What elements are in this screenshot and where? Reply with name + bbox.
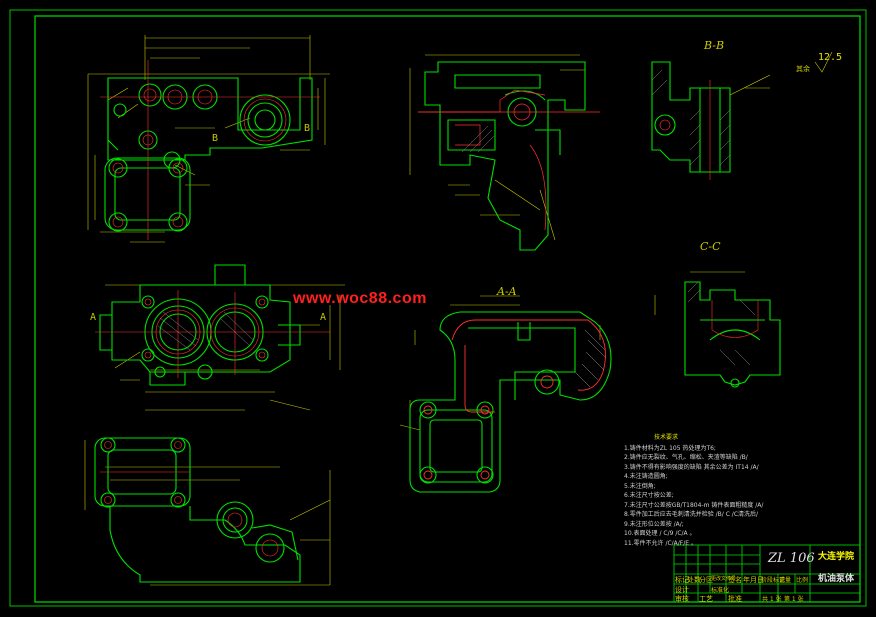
tb-cell-approve: 批准: [728, 595, 742, 603]
note-line: 10.表面处理 / C/9 /C/A 。: [624, 530, 696, 537]
tb-cell-date: 年月日: [743, 576, 764, 584]
note-line: 2.铸件应无裂纹、气孔、缩松、夹渣等缺陷 /B/: [624, 454, 748, 461]
cc-view: [654, 271, 781, 388]
top-middle-view: [409, 54, 600, 251]
tb-cell-design: 设计: [675, 586, 689, 594]
watermark-text: www.woc88.com: [293, 290, 427, 307]
view-title-cc: C-C: [700, 240, 721, 253]
tb-cell-review: 审核: [675, 595, 689, 603]
tb-cell-standard: 标准化: [711, 587, 730, 594]
title-block-school: 大连学院: [818, 552, 855, 562]
note-line: 1.铸件材料为ZL 105 热处理为T6;: [624, 444, 716, 452]
title-block-part-name: 机油泵体: [818, 574, 855, 584]
bottom-left-view: [84, 437, 331, 586]
middle-left-view: [95, 264, 345, 411]
roughness-value: 12.5: [818, 52, 843, 63]
tb-cell-scale: 比例: [796, 577, 809, 584]
tb-cell-sheet-no: 第 1 张: [784, 596, 804, 603]
tb-cell-total-sheets: 共 1 张: [762, 596, 782, 603]
note-line: 3.铸件不得有影响强度的缺陷 其余公差为 IT14 /A/: [624, 463, 759, 471]
tb-cell-mark: 标记: [675, 576, 689, 584]
roughness-suffix: 其余: [796, 65, 810, 73]
title-block-material: ZL 106: [768, 551, 815, 566]
section-mark-a-left: A: [90, 312, 97, 323]
tb-cell-weight: 重量: [779, 577, 792, 584]
tb-cell-process: 工艺: [699, 595, 713, 603]
tb-cell-count: 处数: [687, 576, 701, 584]
note-line: 8.零件加工后应去毛刺清洗并检验 /B/ C /C清洗后/: [624, 511, 759, 518]
note-line: 5.未注倒角;: [624, 482, 656, 490]
outer-border: [9, 9, 867, 607]
note-line: 4.未注铸造圆角;: [624, 473, 668, 480]
inner-border: [34, 15, 861, 603]
note-line: 11.零件不允许 /C/A/F/E 。: [624, 539, 697, 547]
tb-cell-change: 更改文件号: [711, 576, 737, 582]
note-line: 7.未注尺寸公差按GB/T1804-m 铸件表面粗糙度 /A/: [624, 501, 764, 509]
note-line: 6.未注尺寸按公差;: [624, 492, 674, 499]
view-title-bb: B-B: [704, 39, 725, 52]
bb-view: [651, 51, 833, 180]
section-mark-b-top: B: [304, 123, 311, 134]
section-mark-a-right: A: [320, 312, 327, 323]
section-mark-b-bottom: B: [212, 133, 219, 144]
notes-title: 技术要求: [654, 434, 679, 441]
tb-cell-zone: 分区: [699, 576, 713, 584]
tb-cell-stage: 阶段标记: [761, 577, 786, 584]
title-block: [673, 544, 861, 603]
aa-view: [399, 295, 612, 493]
note-line: 9.未注形位公差按 /A/;: [624, 520, 684, 528]
technical-notes: 技术要求 1.铸件材料为ZL 105 热处理为T6; 2.铸件应无裂纹、气孔、缩…: [624, 433, 763, 548]
view-title-aa: A-A: [497, 285, 517, 298]
tb-cell-sign: 签名: [728, 576, 742, 584]
top-left-view: [87, 35, 330, 243]
